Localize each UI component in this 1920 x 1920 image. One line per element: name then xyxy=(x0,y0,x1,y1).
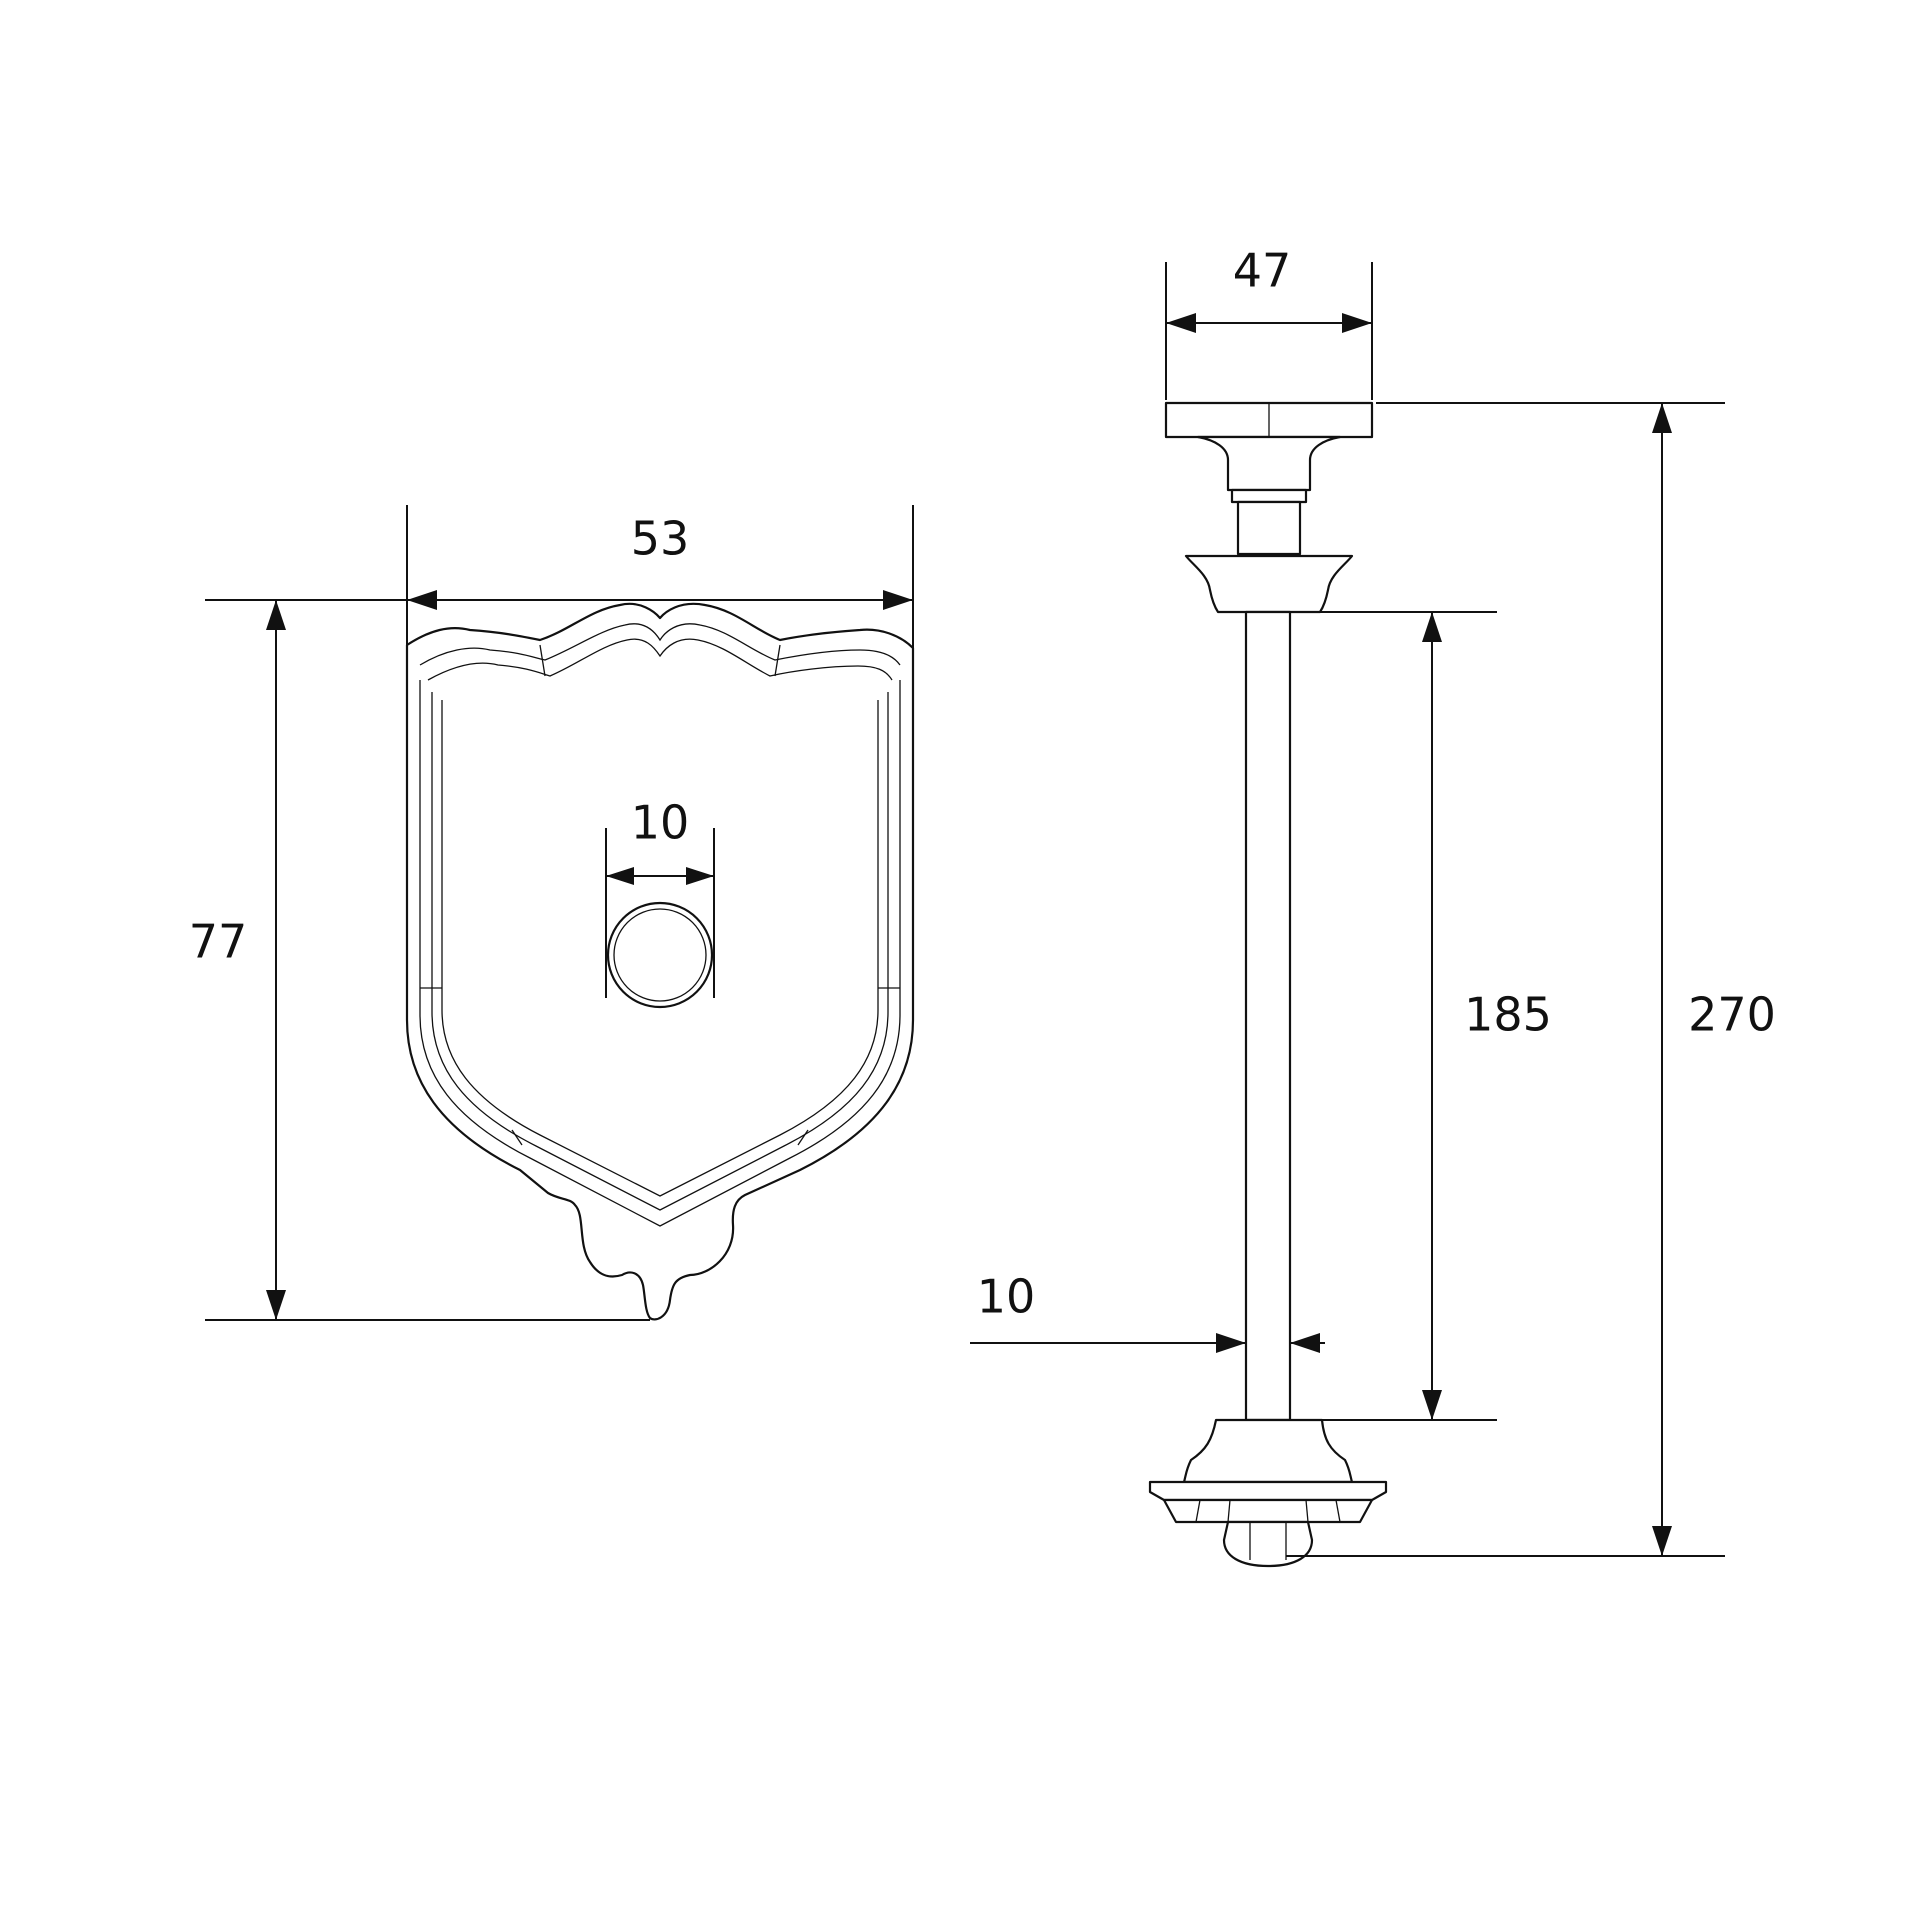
dimension-top-width-47: 47 xyxy=(1165,244,1373,400)
dimension-total-height-270: 270 xyxy=(1286,402,1776,1557)
dimension-hole-10: 10 xyxy=(605,796,715,998)
mounting-hole xyxy=(606,901,714,1009)
top-flange xyxy=(1164,401,1374,614)
front-view: 53 77 xyxy=(189,505,915,1321)
dimension-rod-diameter-10: 10 xyxy=(970,1270,1325,1353)
rod xyxy=(1244,610,1292,1422)
dimension-label-rod-length: 185 xyxy=(1464,988,1552,1042)
dimension-width-53: 53 xyxy=(406,505,914,650)
dimension-height-77: 77 xyxy=(189,599,650,1321)
dimension-label-width: 53 xyxy=(631,512,690,566)
dimension-label-hole: 10 xyxy=(631,796,690,850)
dimension-rod-length-185: 185 xyxy=(1320,611,1552,1421)
dimension-label-height: 77 xyxy=(189,915,248,969)
dimension-label-top-width: 47 xyxy=(1233,244,1292,298)
dimension-label-rod-diameter: 10 xyxy=(977,1270,1036,1324)
side-view: 47 xyxy=(970,244,1776,1568)
bottom-base xyxy=(1148,1418,1388,1568)
dimension-label-total-height: 270 xyxy=(1688,988,1776,1042)
